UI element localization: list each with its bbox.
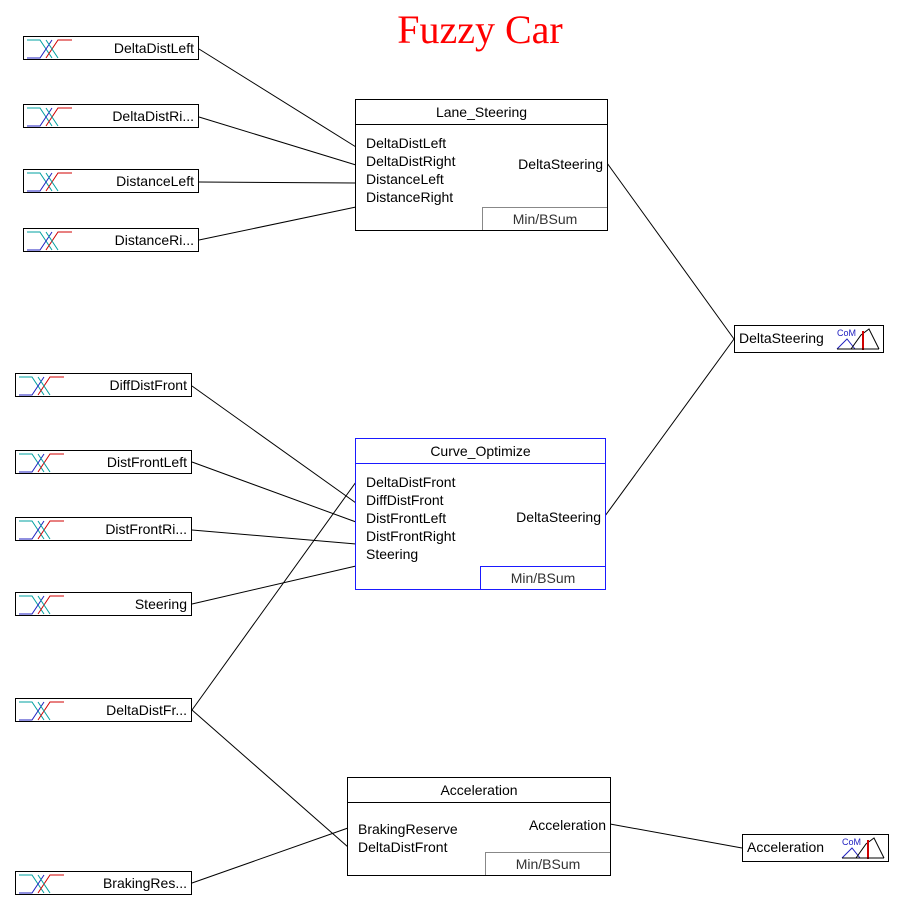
input-label: BrakingRes... (102, 875, 187, 891)
rule-block-input: DistanceLeft (366, 171, 444, 187)
inference-method: Min/BSum (480, 566, 605, 589)
wire-deltadistfront-curve (191, 481, 357, 711)
rule-block-input: BrakingReserve (358, 821, 458, 837)
input-label: Steering (134, 596, 187, 612)
input-node-deltadistright[interactable]: DeltaDistRi... (23, 104, 199, 128)
output-label: DeltaSteering (739, 330, 824, 346)
defuzz-icon-text: CoM (842, 837, 861, 847)
rule-block-output: DeltaSteering (516, 509, 601, 525)
rule-block-inputs: BrakingReserve DeltaDistFront (358, 820, 458, 856)
rule-block-inputs: DeltaDistLeft DeltaDistRight DistanceLef… (366, 134, 455, 206)
rule-block-input: DeltaDistFront (366, 474, 456, 490)
input-node-distanceleft[interactable]: DistanceLeft (23, 169, 199, 193)
input-node-brakingreserve[interactable]: BrakingRes... (15, 871, 192, 895)
input-node-distfrontright[interactable]: DistFrontRi... (15, 517, 192, 541)
rule-block-input: Steering (366, 546, 419, 562)
rule-block-input: DistanceRight (366, 189, 454, 205)
input-label: DeltaDistLeft (113, 40, 194, 56)
input-node-distfrontleft[interactable]: DistFrontLeft (15, 450, 192, 474)
membership-function-icon (19, 874, 64, 894)
rule-block-title: Lane_Steering (356, 100, 607, 125)
membership-function-icon (19, 376, 64, 396)
membership-function-icon (27, 231, 72, 251)
rule-block-input: DistFrontRight (366, 528, 456, 544)
wire-deltadistleft (198, 48, 357, 148)
input-label: DiffDistFront (109, 377, 187, 393)
input-node-deltadistleft[interactable]: DeltaDistLeft (23, 36, 199, 60)
rule-block-title: Acceleration (348, 778, 610, 803)
rule-block-lane-steering[interactable]: Lane_Steering DeltaDistLeft DeltaDistRig… (355, 99, 608, 231)
wire-distfrontleft (191, 461, 357, 523)
membership-function-icon (19, 595, 64, 615)
wire-brakingreserve (191, 827, 349, 884)
wire-accel-out (609, 823, 743, 849)
input-label: DeltaDistFr... (106, 702, 187, 718)
rule-block-input: DeltaDistFront (358, 839, 448, 855)
rule-block-output: Acceleration (528, 817, 606, 833)
rule-block-curve-optimize[interactable]: Curve_Optimize DeltaDistFront DiffDistFr… (355, 438, 606, 590)
output-node-deltasteering[interactable]: DeltaSteering CoM (734, 325, 884, 353)
wire-distfrontright (191, 529, 357, 545)
membership-function-icon (27, 172, 72, 192)
input-label: DistanceRi... (114, 232, 194, 248)
diagram-title: Fuzzy Car (397, 7, 563, 52)
input-node-distanceright[interactable]: DistanceRi... (23, 228, 199, 252)
rule-block-acceleration[interactable]: Acceleration BrakingReserve DeltaDistFro… (347, 777, 611, 876)
membership-function-icon (19, 520, 64, 540)
wire-curve-out (604, 338, 735, 517)
input-node-steering[interactable]: Steering (15, 592, 192, 616)
wire-distanceright (198, 206, 357, 241)
wire-deltadistright (198, 116, 357, 166)
defuzz-icon-text: CoM (837, 328, 856, 338)
input-label: DistFrontRi... (105, 521, 187, 537)
defuzzification-icon: CoM (836, 328, 880, 350)
wire-lane-out (606, 162, 735, 340)
rule-block-input: DiffDistFront (366, 492, 444, 508)
wire-deltadistfront-accel (191, 709, 349, 848)
rule-block-input: DeltaDistLeft (366, 135, 447, 151)
inference-method: Min/BSum (482, 207, 607, 230)
input-node-deltadistfront[interactable]: DeltaDistFr... (15, 698, 192, 722)
rule-block-inputs: DeltaDistFront DiffDistFront DistFrontLe… (366, 473, 455, 563)
output-node-acceleration[interactable]: Acceleration CoM (742, 834, 889, 862)
input-label: DeltaDistRi... (112, 108, 194, 124)
rule-block-output: DeltaSteering (518, 156, 603, 172)
membership-function-icon (19, 701, 64, 721)
wire-diffdistfront (191, 385, 357, 504)
input-node-diffdistfront[interactable]: DiffDistFront (15, 373, 192, 397)
defuzzification-icon: CoM (841, 837, 885, 859)
membership-function-icon (27, 107, 72, 127)
membership-function-icon (19, 453, 64, 473)
rule-block-input: DeltaDistRight (366, 153, 456, 169)
input-label: DistanceLeft (116, 173, 194, 189)
input-label: DistFrontLeft (106, 454, 187, 470)
rule-block-input: DistFrontLeft (366, 510, 447, 526)
membership-function-icon (27, 39, 72, 59)
output-label: Acceleration (747, 839, 825, 855)
inference-method: Min/BSum (485, 852, 610, 875)
wire-steering (191, 565, 357, 605)
wire-distanceleft (198, 181, 357, 184)
rule-block-title: Curve_Optimize (356, 439, 605, 464)
